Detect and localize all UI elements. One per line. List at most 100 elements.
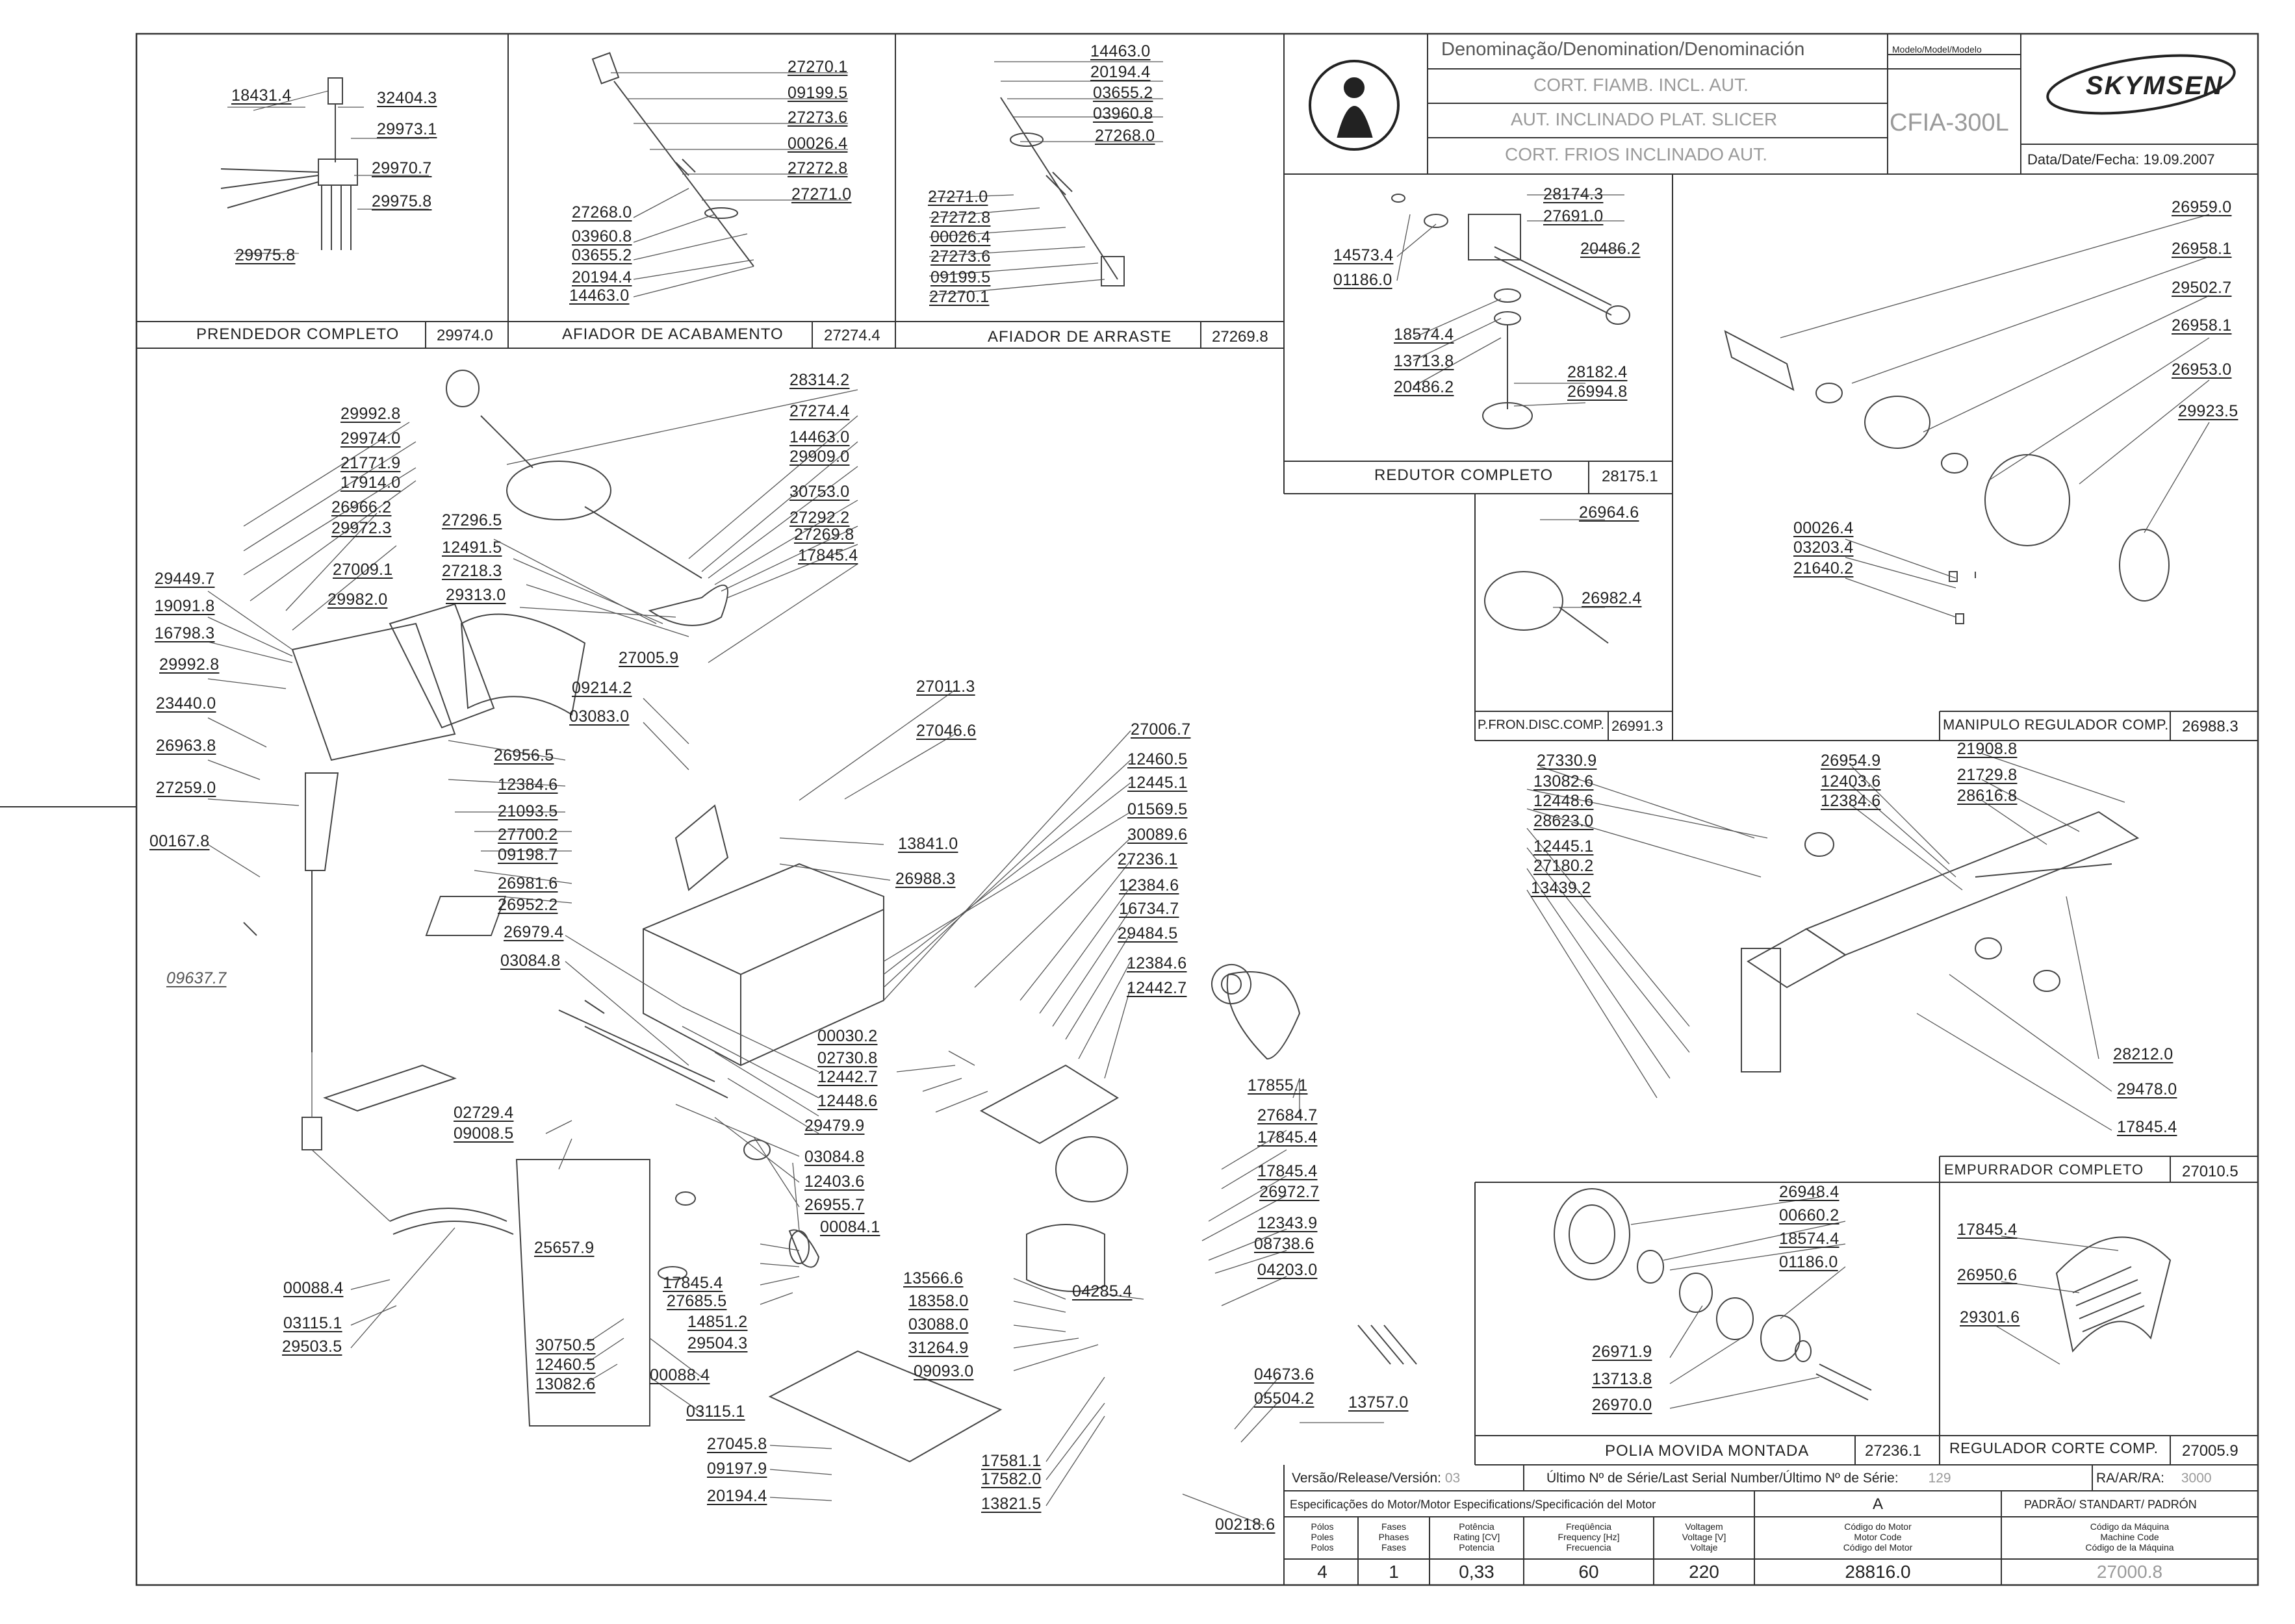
part-label: 27271.0 xyxy=(791,185,852,203)
value-rating: 0,33 xyxy=(1459,1562,1494,1582)
part-label: 17845.4 xyxy=(2117,1118,2177,1136)
panel-code-polia-movida: 27236.1 xyxy=(1865,1442,1921,1460)
part-label: 26971.9 xyxy=(1592,1343,1652,1361)
part-label: 20194.4 xyxy=(1090,63,1151,81)
part-label: 27180.2 xyxy=(1533,857,1594,875)
part-label: 29972.3 xyxy=(331,519,392,537)
panel-code-regulador-corte: 27005.9 xyxy=(2182,1442,2238,1460)
part-label: 26950.6 xyxy=(1957,1266,2018,1284)
part-label: 21771.9 xyxy=(340,454,401,472)
part-label: 18574.4 xyxy=(1394,325,1454,344)
part-label: 29504.3 xyxy=(687,1334,748,1352)
part-label: 29478.0 xyxy=(2117,1080,2177,1098)
part-label: 29970.7 xyxy=(372,159,432,177)
part-label: 03088.0 xyxy=(908,1315,969,1334)
part-label: 14463.0 xyxy=(569,286,630,305)
part-label: 00030.2 xyxy=(817,1027,878,1045)
part-label: 27270.1 xyxy=(929,288,990,306)
value-frequency: 60 xyxy=(1578,1562,1599,1582)
value-poles: 4 xyxy=(1317,1562,1327,1582)
model-code: CFIA-300L xyxy=(1890,109,2009,136)
part-label: 26970.0 xyxy=(1592,1396,1652,1414)
part-label: 21640.2 xyxy=(1793,559,1854,577)
part-label: 27236.1 xyxy=(1118,850,1178,869)
part-label: 13082.6 xyxy=(1533,772,1594,791)
part-label: 26981.6 xyxy=(498,874,558,893)
part-label: 27009.1 xyxy=(333,561,393,579)
panel-code-prendedor: 29974.0 xyxy=(437,327,493,344)
part-label: 27272.8 xyxy=(930,209,991,227)
part-label: 26964.6 xyxy=(1579,503,1639,522)
part-label: 29313.0 xyxy=(446,586,506,604)
part-label: 27259.0 xyxy=(156,779,216,797)
part-label: 12384.6 xyxy=(1821,792,1881,810)
part-label: 16798.3 xyxy=(155,624,215,642)
part-label: 00660.2 xyxy=(1779,1206,1840,1224)
part-label: 18358.0 xyxy=(908,1292,969,1310)
brand-logo-text: SKYMSEN xyxy=(2086,71,2224,100)
last-serial: Último Nº de Série/Last Serial Number/Úl… xyxy=(1546,1471,1951,1486)
part-label: 19091.8 xyxy=(155,597,215,615)
part-label: 09093.0 xyxy=(914,1362,974,1380)
part-label: 29974.0 xyxy=(340,429,401,448)
part-label: 12403.6 xyxy=(1821,772,1881,791)
skymsen-logo xyxy=(2046,54,2236,115)
part-label: 29982.0 xyxy=(327,590,388,609)
panel-code-afiador-acabamento: 27274.4 xyxy=(824,327,880,344)
part-label: 29973.1 xyxy=(377,120,437,138)
value-machine-code: 27000.8 xyxy=(2096,1562,2163,1582)
part-label: 18574.4 xyxy=(1779,1230,1840,1248)
part-label: 29502.7 xyxy=(2172,279,2232,297)
part-label: 26953.0 xyxy=(2172,361,2232,379)
part-label: 00026.4 xyxy=(1793,519,1854,537)
part-label: 30089.6 xyxy=(1127,826,1188,844)
part-label: 27269.8 xyxy=(794,526,854,544)
part-label: 14573.4 xyxy=(1333,246,1394,264)
part-label: 09199.5 xyxy=(788,84,848,102)
part-label: 12384.6 xyxy=(1127,954,1187,972)
panel-title-manipulo: MANIPULO REGULADOR COMP. xyxy=(1943,717,2169,733)
part-label: 03203.4 xyxy=(1793,539,1854,557)
panel-title-afiador-arraste: AFIADOR DE ARRASTE xyxy=(988,328,1172,346)
part-label: 27006.7 xyxy=(1131,720,1191,739)
release-version: Versão/Release/Versión: 03 xyxy=(1292,1471,1461,1486)
part-label: 26966.2 xyxy=(331,498,392,516)
part-label: 26958.1 xyxy=(2172,316,2232,335)
part-label: 20486.2 xyxy=(1580,240,1641,258)
date-value: 19.09.2007 xyxy=(2143,151,2215,168)
part-label: 12460.5 xyxy=(535,1356,596,1374)
part-label: 03960.8 xyxy=(1093,105,1153,123)
part-label: 27273.6 xyxy=(788,108,848,127)
name-en: AUT. INCLINADO PLAT. SLICER xyxy=(1511,109,1778,129)
part-label: 28182.4 xyxy=(1567,363,1628,381)
part-label: 18431.4 xyxy=(231,86,292,105)
part-label: 28174.3 xyxy=(1543,185,1604,203)
name-es: CORT. FRIOS INCLINADO AUT. xyxy=(1505,144,1767,164)
part-label: 00084.1 xyxy=(820,1218,880,1236)
part-label: 29449.7 xyxy=(155,570,215,588)
part-label: 13821.5 xyxy=(981,1495,1042,1513)
part-label: 27271.0 xyxy=(928,188,988,206)
part-label: 27218.3 xyxy=(442,562,502,580)
part-label: 26982.4 xyxy=(1582,589,1642,607)
part-label: 29479.9 xyxy=(804,1117,865,1135)
part-label: 16734.7 xyxy=(1119,900,1179,918)
panel-code-redutor: 28175.1 xyxy=(1602,468,1658,485)
part-label: 27292.2 xyxy=(789,509,850,527)
part-label: 25657.9 xyxy=(534,1239,595,1257)
part-label: 26948.4 xyxy=(1779,1183,1840,1201)
part-label: 32404.3 xyxy=(377,89,437,107)
part-label: 12445.1 xyxy=(1127,774,1188,792)
part-label: 03960.8 xyxy=(572,227,632,246)
part-label: 29992.8 xyxy=(159,655,220,674)
part-label: 03083.0 xyxy=(569,707,630,726)
part-label: 26972.7 xyxy=(1259,1183,1320,1201)
part-label: 29992.8 xyxy=(340,405,401,423)
date-label: Data/Date/Fecha: xyxy=(2027,151,2140,168)
